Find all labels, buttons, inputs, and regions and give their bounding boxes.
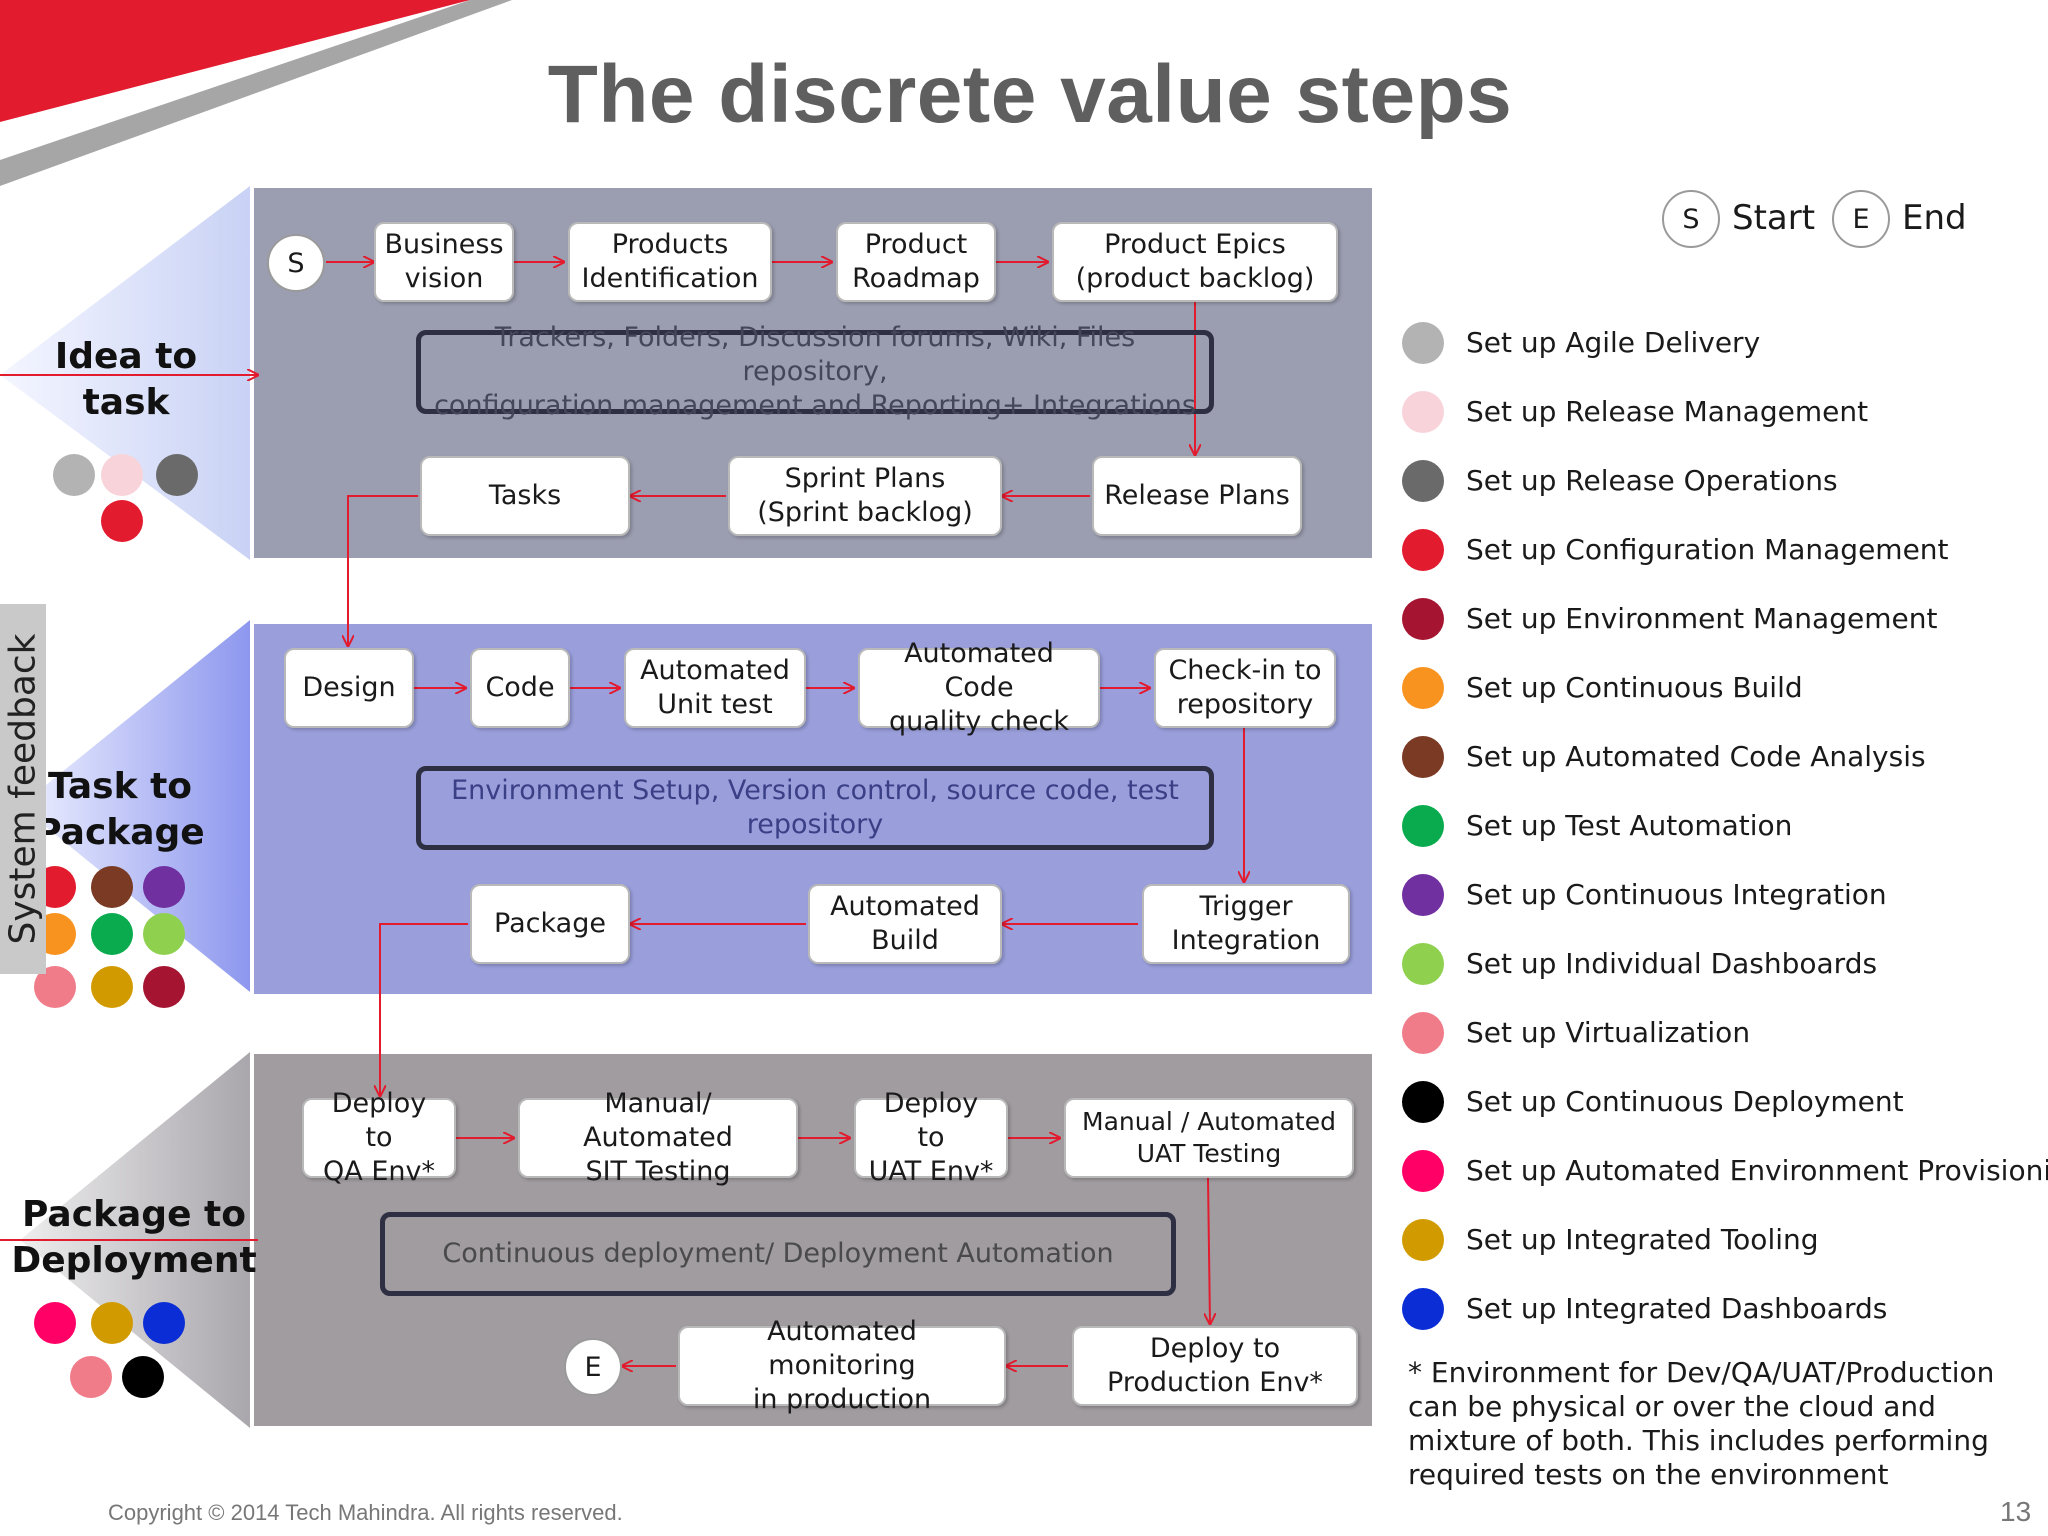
legend-label: Set up Integrated Tooling (1466, 1223, 1819, 1256)
legend-dot (1402, 460, 1444, 502)
stage2-dot-integrated-tooling (91, 966, 133, 1008)
end-node: E (564, 1338, 622, 1396)
stage1-dot-release-management (101, 454, 143, 496)
node-automated-build: Automated Build (808, 884, 1002, 964)
tooling-box-idea-to-task: Trackers, Folders, Discussion forums, Wi… (416, 322, 1214, 421)
stage2-dot-automated-code-analysis (91, 866, 133, 908)
legend-dot (1402, 598, 1444, 640)
node-deploy-qa: Deploy to QA Env* (302, 1088, 456, 1187)
stage3-dot-environment-provisioning (34, 1302, 76, 1344)
legend-label: Set up Integrated Dashboards (1466, 1292, 1888, 1325)
node-deploy-uat: Deploy to UAT Env* (854, 1088, 1008, 1187)
stage1-dot-configuration-management (101, 500, 143, 542)
legend-start-marker: S (1662, 190, 1720, 248)
legend-label: Set up Agile Delivery (1466, 326, 1761, 359)
legend-dot (1402, 736, 1444, 778)
node-product-epics: Product Epics (product backlog) (1052, 222, 1338, 302)
legend-dot (1402, 805, 1444, 847)
legend-label: Set up Release Operations (1466, 464, 1838, 497)
legend-dot (1402, 1081, 1444, 1123)
stage3-dot-integrated-tooling (91, 1302, 133, 1344)
node-products-identification: Products Identification (568, 222, 772, 302)
node-code: Code (470, 648, 570, 728)
copyright: Copyright © 2014 Tech Mahindra. All righ… (108, 1500, 623, 1525)
system-feedback-label: System feedback (2, 633, 44, 945)
legend-dot (1402, 874, 1444, 916)
system-feedback-tab (0, 604, 46, 974)
stage3-dot-continuous-deployment (122, 1356, 164, 1398)
start-node: S (267, 234, 325, 292)
node-sit-testing: Manual/ Automated SIT Testing (518, 1088, 798, 1187)
legend-label: Set up Virtualization (1466, 1016, 1751, 1049)
stage1-dot-release-operations (156, 454, 198, 496)
node-release-plans: Release Plans (1092, 456, 1302, 536)
node-design: Design (284, 648, 414, 728)
legend-label: Set up Continuous Build (1466, 671, 1803, 704)
legend-label: Set up Continuous Integration (1466, 878, 1887, 911)
legend-label: Set up Environment Management (1466, 602, 1938, 635)
node-uat-testing: Manual / Automated UAT Testing (1064, 1098, 1354, 1178)
legend-dot (1402, 1012, 1444, 1054)
page-title: The discrete value steps (547, 49, 1513, 140)
node-sprint-plans: Sprint Plans (Sprint backlog) (728, 456, 1002, 536)
stage-label-idea-to-task: Idea to task (54, 336, 198, 423)
stage-label-task-to-package: Task to Package (35, 766, 205, 853)
legend-label: Set up Configuration Management (1466, 533, 1949, 566)
node-automated-monitoring: Automated monitoring in production (678, 1316, 1006, 1415)
node-automated-code-quality-check: Automated Code quality check (858, 638, 1100, 737)
legend-label: Set up Release Management (1466, 395, 1869, 428)
node-package: Package (470, 884, 630, 964)
stage2-dot-test-automation (91, 913, 133, 955)
legend-label: Set up Continuous Deployment (1466, 1085, 1904, 1118)
legend-label: Set up Test Automation (1466, 809, 1793, 842)
legend-label: Set up Automated Code Analysis (1466, 740, 1926, 773)
node-deploy-production: Deploy to Production Env* (1072, 1326, 1358, 1406)
legend-dot (1402, 322, 1444, 364)
wedge-task-to-package (20, 620, 250, 992)
legend-dot (1402, 529, 1444, 571)
corner-gray-shape (0, 0, 512, 186)
node-trigger-integration: Trigger Integration (1142, 884, 1350, 964)
legend-end-label: End (1902, 198, 1967, 238)
legend-start-label: Start (1732, 198, 1816, 238)
node-business-vision: Business vision (374, 222, 514, 302)
tooling-box-package-to-deployment: Continuous deployment/ Deployment Automa… (380, 1212, 1176, 1296)
page-number: 13 (2000, 1496, 2032, 1527)
legend-end-marker: E (1832, 190, 1890, 248)
stage2-dot-continuous-integration (143, 866, 185, 908)
footnote: * Environment for Dev/QA/UAT/Production … (1408, 1356, 1995, 1491)
node-product-roadmap: Product Roadmap (836, 222, 996, 302)
node-tasks: Tasks (420, 456, 630, 536)
legend-dot (1402, 1150, 1444, 1192)
stage2-dot-individual-dashboards (143, 913, 185, 955)
legend-dot (1402, 1219, 1444, 1261)
stage1-dot-agile-delivery (53, 454, 95, 496)
node-check-in-repository: Check-in to repository (1154, 648, 1336, 728)
corner-red-shape (0, 0, 470, 122)
stage-label-package-to-deployment: Package to Deployment (11, 1194, 257, 1281)
legend-dot (1402, 943, 1444, 985)
legend-label: Set up Individual Dashboards (1466, 947, 1878, 980)
tooling-box-task-to-package: Environment Setup, Version control, sour… (416, 766, 1214, 850)
legend-dot (1402, 667, 1444, 709)
stage3-dot-virtualization (70, 1356, 112, 1398)
legend-dot (1402, 1288, 1444, 1330)
node-automated-unit-test: Automated Unit test (624, 648, 806, 728)
stage3-dot-integrated-dashboards (143, 1302, 185, 1344)
stage2-dot-environment-management (143, 966, 185, 1008)
legend-label: Set up Automated Environment Provisionin… (1466, 1154, 2048, 1187)
legend-dot (1402, 391, 1444, 433)
